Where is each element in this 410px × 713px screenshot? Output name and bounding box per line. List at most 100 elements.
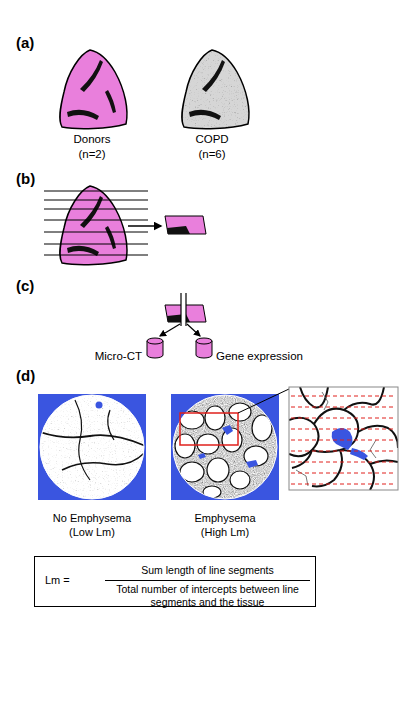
test-line [291,407,396,408]
lung-outline [60,50,127,129]
zoom-inset [289,387,398,490]
test-line [291,484,396,485]
arrow [160,324,180,336]
arrow [187,324,200,336]
formula-box: Lm = Sum length of line segmentsTotal num… [34,556,316,607]
copd-lung [180,50,252,130]
tissue-texture [40,395,144,499]
air-space [197,434,219,454]
group-label: Donors (n=2) [62,132,122,162]
group-label: COPD (n=6) [182,132,242,162]
fraction: Sum length of line segmentsTotal number … [105,564,310,610]
donor-lung [60,50,127,129]
alveolar-wall [300,387,328,408]
lung-fissure [202,60,225,92]
method-label: Gene expression [216,349,326,364]
air-space [230,471,250,489]
blue-background [38,394,146,500]
lung-fissure [80,60,103,92]
lung-fissure [67,246,99,256]
test-line [291,451,396,452]
tissue-tint [40,395,144,499]
airway-spot [332,428,353,450]
alveolar-walls [289,387,398,490]
cut-line [185,293,186,326]
slice-lines [44,191,148,255]
formula-symbol: Lm = [45,574,70,586]
air-spaces [175,403,272,498]
sample-outline [40,395,144,499]
sliced-lung [60,186,127,265]
alveolar-wall [292,450,312,468]
fine-walls [296,392,376,486]
tissue-wall [75,400,90,480]
lung-fissure [80,196,103,228]
test-line [291,429,396,430]
airway-spot [246,460,258,468]
inset-frame [289,387,398,490]
panel-letter: (d) [16,366,56,386]
lung-slab [165,216,206,234]
test-line [291,418,396,419]
slab-mark [167,226,190,234]
lung-outline [60,186,127,265]
airway-spot [222,425,233,435]
cylinder-top [196,338,212,344]
sample-outline [173,395,277,499]
zoom-box [180,413,238,445]
slice-line [44,255,148,256]
slice-line [44,244,148,245]
sample-cylinder [196,338,212,358]
arrow [128,225,161,227]
sample-cylinder [147,338,163,358]
sample-label: Emphysema (High Lm) [183,511,267,540]
slice-line [44,191,148,192]
cut-gap [181,293,186,326]
airway-spot [350,448,368,460]
tissue-wall [108,410,114,440]
air-space [203,486,221,498]
slab [165,216,206,234]
blue-background [171,394,279,500]
emphysema-tissue [172,395,278,499]
air-space [175,434,195,458]
lung-fissure [105,226,116,249]
slice-line [44,232,148,233]
test-line [291,473,396,474]
cut-line [180,293,181,326]
test-line [291,440,396,441]
test-line [291,462,396,463]
tissue-wall [40,432,150,448]
tissue-texture [172,395,278,499]
air-space [205,406,225,430]
slice-line [44,220,148,221]
fraction-denominator: Total number of intercepts between line … [105,581,310,610]
alveolar-wall [312,450,342,486]
lung-outline [182,50,249,129]
air-space [207,458,229,482]
normal-tissue [40,395,150,499]
tissue-wall [62,450,147,470]
cylinder-top [147,338,163,344]
fraction-numerator: Sum length of line segments [105,564,310,581]
panel-letter: (a) [16,33,56,53]
inset-background [289,387,398,490]
lung-fissure [189,110,221,120]
airway-spot [198,453,206,459]
panel-letter: (b) [16,169,56,189]
test-lines [291,396,396,484]
test-line [291,396,396,397]
slice-line [44,200,148,201]
lung-fissure [67,110,99,120]
fine-wall [370,440,376,458]
airway-spot [96,402,103,409]
sample-label: No Emphysema (Low Lm) [47,511,137,540]
lung-tint [180,50,252,130]
slice-line [44,209,148,210]
lung-fissure [105,90,116,113]
lung-texture [180,50,252,130]
lung-texture [180,50,252,130]
method-label: Micro-CT [62,349,142,364]
panel-letter: (c) [16,276,56,296]
